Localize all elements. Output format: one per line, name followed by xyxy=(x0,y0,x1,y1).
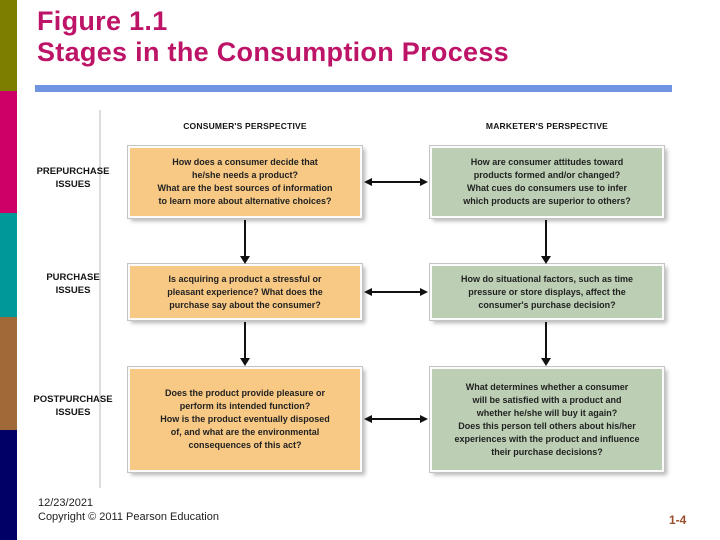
figure-left-edge xyxy=(99,110,101,488)
column-header-marketer: MARKETER'S PERSPECTIVE xyxy=(485,121,609,131)
marketer-prepurchase-box: How are consumer attitudes toward produc… xyxy=(429,145,665,219)
arrow-double-horizontal-icon xyxy=(364,178,428,186)
sidebar-color-strip xyxy=(0,0,17,540)
consumer-postpurchase-box: Does the product provide pleasure or per… xyxy=(127,366,363,473)
row-label-prepurchase: PREPURCHASE ISSUES xyxy=(36,166,110,190)
sidebar-bar-pink xyxy=(0,91,17,213)
title-underline xyxy=(35,85,672,92)
arrow-double-horizontal-icon xyxy=(364,415,428,423)
marketer-postpurchase-box: What determines whether a consumer will … xyxy=(429,366,665,473)
row-label-purchase: PURCHASE ISSUES xyxy=(46,272,100,296)
figure-number: Figure 1.1 xyxy=(37,6,168,36)
sidebar-bar-teal xyxy=(0,213,17,317)
slide-page-number: 1-4 xyxy=(669,513,687,527)
arrow-down-icon xyxy=(240,220,250,264)
arrow-down-icon xyxy=(541,322,551,366)
arrow-double-horizontal-icon xyxy=(364,288,428,296)
slide-title: Figure 1.1 Stages in the Consumption Pro… xyxy=(37,6,509,68)
page-title: Stages in the Consumption Process xyxy=(37,37,509,67)
consumer-purchase-box: Is acquiring a product a stressful or pl… xyxy=(127,263,363,321)
arrow-down-icon xyxy=(240,322,250,366)
row-label-postpurchase: POSTPURCHASE ISSUES xyxy=(33,394,113,418)
sidebar-bar-olive xyxy=(0,0,17,91)
marketer-purchase-box: How do situational factors, such as time… xyxy=(429,263,665,321)
sidebar-bar-navy xyxy=(0,430,17,540)
footer-date: 12/23/2021 xyxy=(38,497,94,509)
arrow-down-icon xyxy=(541,220,551,264)
column-header-consumer: CONSUMER'S PERSPECTIVE xyxy=(183,121,307,131)
consumer-prepurchase-box: How does a consumer decide that he/she n… xyxy=(127,145,363,219)
sidebar-bar-brown xyxy=(0,317,17,430)
footer-copyright: Copyright © 2011 Pearson Education xyxy=(38,511,219,523)
